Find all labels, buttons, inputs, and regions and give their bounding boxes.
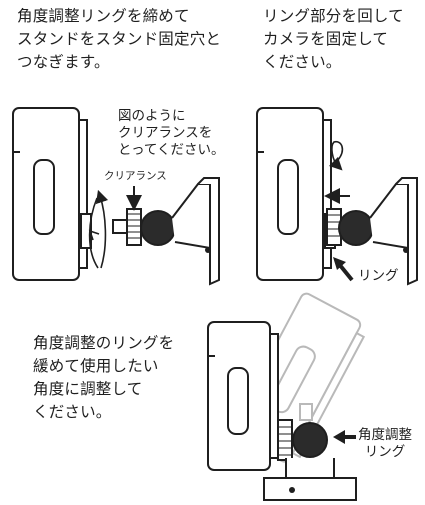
angle-ring-label: 角度調整 リング [358,427,412,460]
figure-2-camera-attached [256,107,418,286]
step1-instruction: 角度調整リングを締めて スタンドをスタンド固定穴と つなぎます。 [17,7,222,71]
step3-instruction: 角度調整のリングを 緩めて使用したい 角度に調整して ください。 [33,334,175,421]
adjust-ring-3 [277,419,293,461]
camera-body-3 [207,321,279,471]
figure-3-angle-adjust [207,292,366,501]
stand-3 [263,422,357,501]
figure-1-camera-and-stand [12,107,220,286]
step2-instruction: リング部分を回して カメラを固定して ください。 [263,7,404,71]
clearance-note: 図のように クリアランスを とってください。 [118,108,225,158]
ring-pointer-arrow [333,257,354,282]
stand-2 [338,177,418,286]
mount-screw-1 [112,219,128,234]
rotation-arrows-1 [88,189,109,269]
adjust-ring-2 [326,208,342,246]
ring-label: リング [358,268,399,284]
clearance-label: クリアランス [104,170,167,182]
rotation-arrow-2 [328,140,344,171]
camera-body-2 [256,107,336,281]
adjust-ring-1 [126,208,142,246]
camera-body-1 [12,107,92,281]
angle-ring-arrow [333,430,356,444]
stand-1 [140,177,220,286]
